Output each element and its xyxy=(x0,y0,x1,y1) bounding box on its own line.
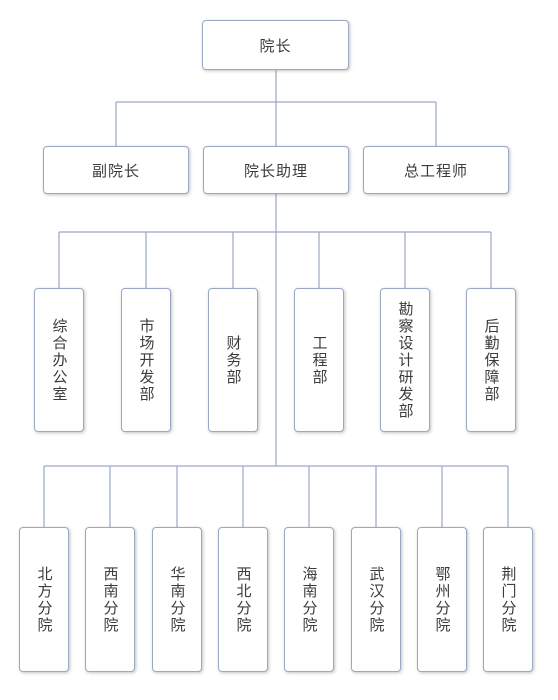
node-label: 财务部 xyxy=(224,334,243,386)
node-label: 西南分院 xyxy=(101,565,120,634)
node-department: 市场开发部 xyxy=(121,288,171,432)
node-label: 院长助理 xyxy=(243,161,308,180)
node-department: 工程部 xyxy=(294,288,344,432)
node-label: 院长 xyxy=(259,36,292,55)
connector-departments xyxy=(58,194,492,288)
node-label: 综合办公室 xyxy=(50,317,69,403)
node-chief-engineer: 总工程师 xyxy=(363,146,509,194)
node-label: 总工程师 xyxy=(403,161,468,180)
node-department: 勘察设计研发部 xyxy=(380,288,430,432)
node-label: 后勤保障部 xyxy=(482,317,501,403)
node-label: 荆门分院 xyxy=(499,565,518,634)
node-branch: 荆门分院 xyxy=(483,527,533,672)
node-branch: 西北分院 xyxy=(218,527,268,672)
node-department: 后勤保障部 xyxy=(466,288,516,432)
node-label: 勘察设计研发部 xyxy=(396,300,415,420)
node-label: 西北分院 xyxy=(234,565,253,634)
node-label: 海南分院 xyxy=(300,565,319,634)
node-label: 武汉分院 xyxy=(367,565,386,634)
node-department: 财务部 xyxy=(208,288,258,432)
node-label: 工程部 xyxy=(310,334,329,386)
node-label: 华南分院 xyxy=(168,565,187,634)
node-label: 鄂州分院 xyxy=(433,565,452,634)
node-branch: 武汉分院 xyxy=(351,527,401,672)
node-branch: 北方分院 xyxy=(19,527,69,672)
node-branch: 西南分院 xyxy=(85,527,135,672)
node-label: 北方分院 xyxy=(35,565,54,634)
node-label: 副院长 xyxy=(91,161,140,180)
node-president-assistant: 院长助理 xyxy=(203,146,349,194)
node-branch: 华南分院 xyxy=(152,527,202,672)
node-label: 市场开发部 xyxy=(137,317,156,403)
node-vice-president: 副院长 xyxy=(43,146,189,194)
node-department: 综合办公室 xyxy=(34,288,84,432)
connector-branches xyxy=(43,232,509,527)
node-president: 院长 xyxy=(202,20,349,70)
connector-top xyxy=(115,70,437,146)
node-branch: 海南分院 xyxy=(284,527,334,672)
node-branch: 鄂州分院 xyxy=(417,527,467,672)
